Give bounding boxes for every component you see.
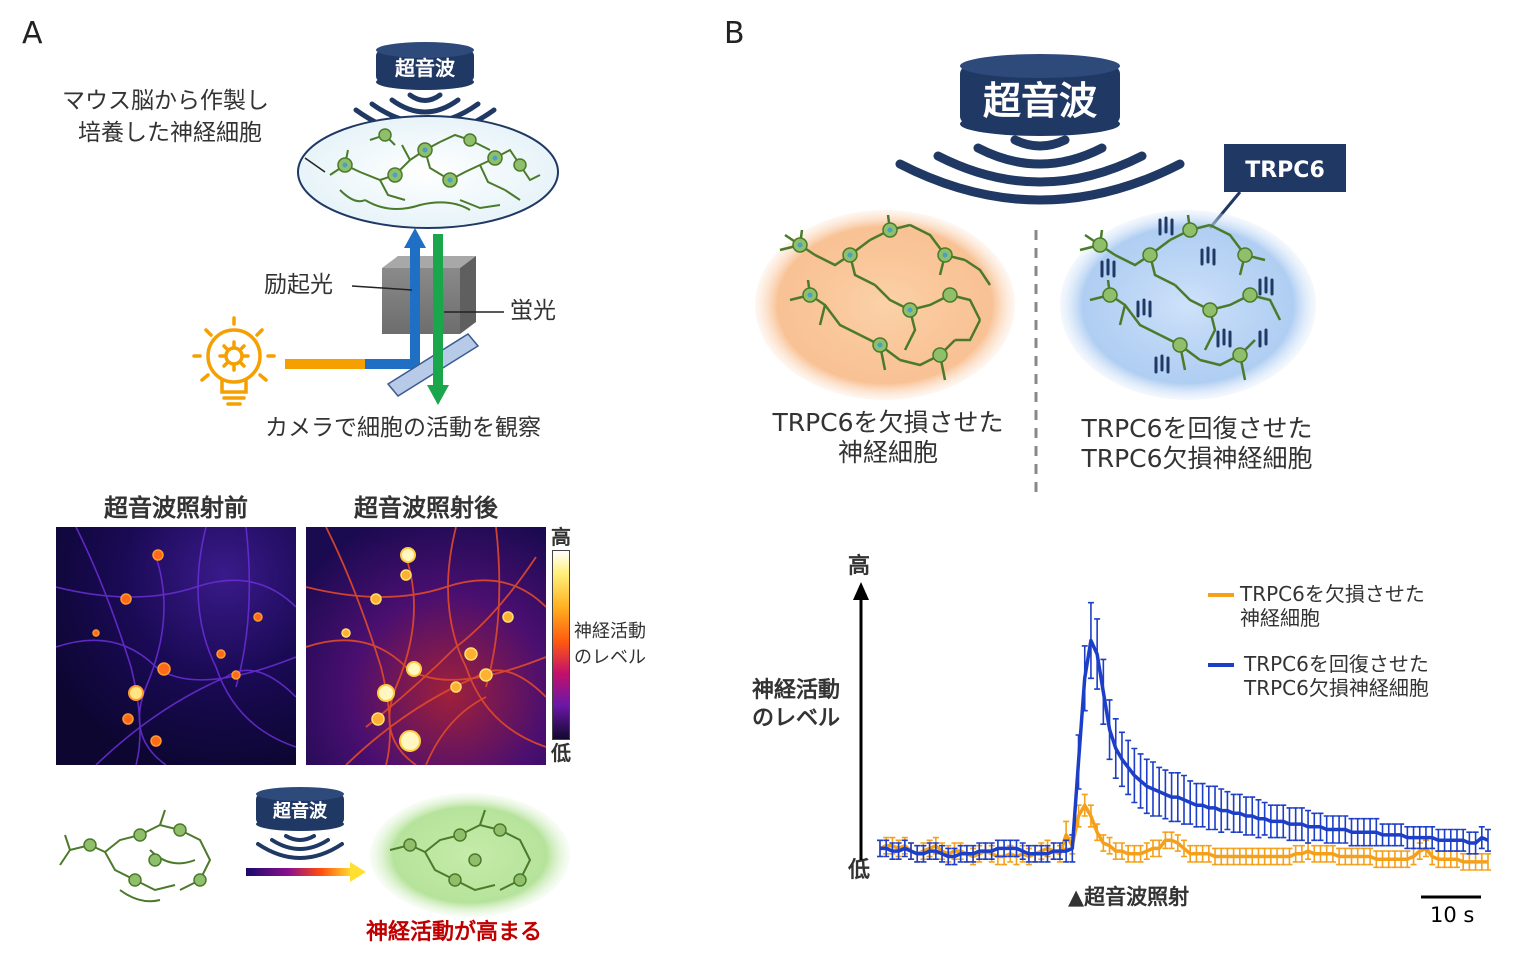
- colorbar-label-line2: のレベル: [574, 647, 646, 668]
- colorbar-label-line1: 神経活動: [574, 621, 646, 642]
- ultrasound-transducer-summary: [256, 787, 344, 831]
- series-line: [879, 803, 1488, 864]
- y-low-label: 低: [848, 858, 871, 883]
- after-micrograph: [306, 527, 546, 765]
- before-image-title: 超音波照射前: [104, 494, 248, 522]
- panel-a-schematic: 超音波: [192, 42, 559, 406]
- legend-label-knockout-line2: 神経細胞: [1240, 606, 1320, 630]
- panel-b-schematic: 超音波 TRPC6: [755, 54, 1346, 500]
- trpc6-tag-label: TRPC6: [1245, 158, 1325, 183]
- ultrasound-waves-b: [895, 135, 1185, 205]
- activity-colorbar: [552, 550, 570, 740]
- fluorescence-label: 蛍光: [510, 298, 556, 324]
- stimulus-label: ▲超音波照射: [1068, 885, 1190, 909]
- colorbar-low-label: 低: [551, 741, 571, 765]
- ultrasound-transducer-a: [376, 42, 474, 90]
- legend-label-rescue-line2: TRPC6欠損神経細胞: [1244, 676, 1429, 700]
- before-micrograph: [56, 527, 296, 765]
- trpc6-channel-icons: [1100, 216, 1274, 374]
- legend-label-rescue-line1: TRPC6を回復させた: [1244, 652, 1429, 676]
- legend-swatch-rescue: [1208, 663, 1234, 667]
- activity-trace-chart: [853, 582, 1491, 899]
- activity-increase-arrow: [246, 868, 352, 876]
- y-high-label: 高: [848, 554, 871, 579]
- panel-a-letter: A: [22, 16, 43, 51]
- rescue-group-label-line1: TRPC6を回復させた: [1081, 414, 1313, 443]
- culture-label-line1: マウス脳から作製し: [62, 88, 269, 114]
- culture-label-line2: 培養した神経細胞: [78, 120, 262, 146]
- colorbar-high-label: 高: [551, 525, 571, 549]
- neurons-before-icon: [59, 809, 212, 903]
- series-1: [877, 601, 1491, 866]
- neurons-after-icon: [389, 809, 532, 892]
- panel-b-letter: B: [724, 16, 745, 51]
- legend-swatch-knockout: [1208, 593, 1234, 597]
- knockout-group-label-line1: TRPC6を欠損させた: [772, 408, 1004, 437]
- excitation-label: 励起光: [264, 272, 333, 298]
- neuron-bodies-a: [337, 128, 527, 188]
- ultrasound-label-a: 超音波: [394, 56, 456, 80]
- series-line: [880, 638, 1489, 859]
- after-image-title: 超音波照射後: [354, 494, 498, 522]
- camera-label: カメラで細胞の活動を観察: [265, 415, 541, 441]
- light-bulb-icon: [192, 316, 276, 406]
- result-label: 神経活動が高まる: [366, 920, 543, 945]
- legend-label-knockout-line1: TRPC6を欠損させた: [1240, 582, 1425, 606]
- y-axis-arrowhead: [853, 582, 869, 600]
- scale-bar-label: 10 s: [1430, 903, 1475, 927]
- y-axis-label-line1: 神経活動: [752, 678, 841, 703]
- legend: TRPC6を欠損させた 神経細胞 TRPC6を回復させた TRPC6欠損神経細胞: [1206, 580, 1506, 700]
- microscope-box: [382, 256, 476, 334]
- ultrasound-label-summary: 超音波: [273, 800, 328, 822]
- ultrasound-waves-summary: [256, 834, 344, 860]
- knockout-group-label-line2: 神経細胞: [837, 438, 938, 467]
- ultrasound-label-b: 超音波: [983, 79, 1097, 123]
- culture-dish: [297, 115, 559, 229]
- rescue-group-label-line2: TRPC6欠損神経細胞: [1081, 444, 1313, 473]
- culture-pointer: [304, 157, 326, 173]
- panel-a-summary: 超音波: [59, 787, 570, 917]
- ultrasound-transducer-b: [960, 54, 1120, 136]
- trpc6-tag: [1208, 144, 1346, 229]
- y-axis-label-line2: のレベル: [752, 706, 841, 731]
